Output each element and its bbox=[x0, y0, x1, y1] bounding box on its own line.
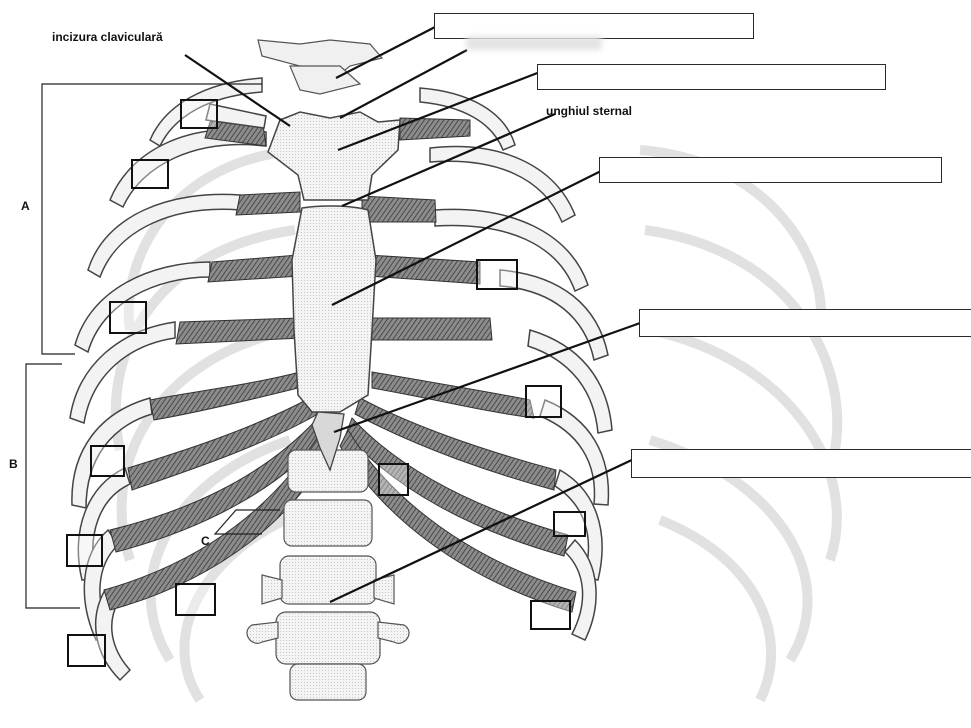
rib-box-left-4[interactable] bbox=[90, 445, 125, 477]
rib-box-right-5[interactable] bbox=[530, 600, 571, 630]
rib-box-left-6[interactable] bbox=[175, 583, 216, 616]
rib-box-left-1[interactable] bbox=[180, 99, 218, 129]
rib-box-right-3[interactable] bbox=[378, 463, 409, 496]
answer-box-manubrium[interactable] bbox=[537, 64, 886, 90]
rib-box-left-3[interactable] bbox=[109, 301, 147, 334]
region-label-c: C bbox=[201, 534, 210, 548]
sternum-body bbox=[292, 206, 376, 412]
label-sternal-angle: unghiul sternal bbox=[546, 104, 632, 118]
right-ribs bbox=[420, 88, 612, 640]
rib-box-left-5[interactable] bbox=[66, 534, 103, 567]
answer-box-xiphoid[interactable] bbox=[639, 309, 971, 337]
rib-box-left-7[interactable] bbox=[67, 634, 106, 667]
upper-vertebra bbox=[258, 40, 382, 94]
rib-box-right-4[interactable] bbox=[553, 511, 586, 537]
rib-box-right-1[interactable] bbox=[476, 259, 518, 290]
region-label-b: B bbox=[9, 457, 18, 471]
label-clavicular-notch: incizura claviculară bbox=[52, 30, 163, 44]
blurred-label bbox=[466, 36, 602, 50]
answer-box-sternum-body[interactable] bbox=[599, 157, 942, 183]
region-label-a: A bbox=[21, 199, 30, 213]
rib-box-right-2[interactable] bbox=[525, 385, 562, 418]
rib-box-left-2[interactable] bbox=[131, 159, 169, 189]
answer-box-vertebral-body[interactable] bbox=[631, 449, 971, 478]
